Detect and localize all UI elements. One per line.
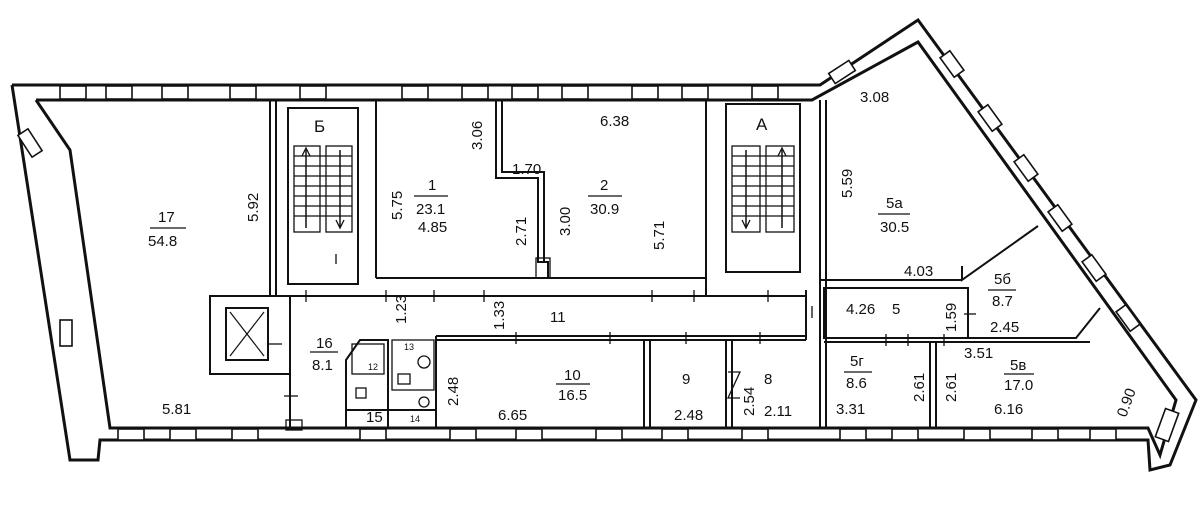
dim-616: 6.16 (994, 401, 1023, 418)
room-17-number: 17 (158, 209, 175, 226)
room-13-number: 13 (404, 342, 414, 352)
dim-170: 1.70 (512, 161, 541, 178)
dim-090: 0.90 (1114, 386, 1140, 419)
room-2-number: 2 (600, 177, 608, 194)
door-marks (268, 290, 976, 397)
dim-351: 3.51 (964, 345, 993, 362)
dim-261-right: 2.61 (943, 373, 960, 402)
outer-walls (10, 17, 1198, 472)
room-9-number: 9 (682, 371, 690, 388)
dim-403: 4.03 (904, 263, 933, 280)
room-14-number: 14 (410, 414, 420, 424)
room-1-area: 23.1 (416, 201, 445, 218)
room-1-number: 1 (428, 177, 436, 194)
dim-211: 2.11 (764, 403, 792, 420)
dim-300: 3.00 (557, 207, 574, 236)
room-5a-number: 5а (886, 195, 903, 212)
staircase-b-label: Б (314, 117, 325, 136)
dim-261-left: 2.61 (911, 373, 928, 402)
dim-485: 4.85 (418, 219, 447, 236)
room-5g-number: 5г (850, 353, 864, 370)
windows (16, 49, 1180, 443)
dim-308: 3.08 (860, 89, 889, 106)
room-17-area: 54.8 (148, 233, 177, 250)
interior-walls (209, 100, 1101, 431)
dim-575: 5.75 (389, 191, 406, 220)
room-5b-area: 8.7 (992, 293, 1013, 310)
dim-331: 3.31 (836, 401, 865, 418)
room-15-number: 15 (366, 409, 383, 426)
dim-248-vertical: 2.48 (445, 377, 462, 406)
dim-306: 3.06 (469, 121, 486, 150)
room-5b-number: 5б (994, 271, 1011, 288)
room-5a-area: 30.5 (880, 219, 909, 236)
staircase-a-label: А (756, 115, 768, 134)
room-5-number: 5 (892, 301, 900, 318)
room-8-number: 8 (764, 371, 772, 388)
room-12-number: 12 (368, 362, 378, 372)
dim-581: 5.81 (162, 401, 191, 418)
stair-arrows (301, 146, 787, 399)
room-5v-number: 5в (1010, 357, 1026, 374)
room-10-area: 16.5 (558, 387, 587, 404)
room-labels: 17 54.8 1 23.1 2 30.9 5а 30.5 5б 8.7 5 1… (148, 177, 1034, 426)
room-16-area: 8.1 (312, 357, 333, 374)
stair-b (293, 145, 353, 264)
dim-426: 4.26 (846, 301, 875, 318)
dim-248-horizontal: 2.48 (674, 407, 703, 424)
dim-159: 1.59 (943, 303, 960, 332)
dim-123: 1.23 (393, 295, 410, 324)
stair-a (731, 145, 795, 233)
dim-638: 6.38 (600, 113, 629, 130)
dim-665: 6.65 (498, 407, 527, 424)
room-2-area: 30.9 (590, 201, 619, 218)
room-10-number: 10 (564, 367, 581, 384)
dim-592: 5.92 (245, 193, 262, 222)
dim-571: 5.71 (651, 221, 668, 250)
dim-133: 1.33 (491, 301, 508, 330)
room-5g-area: 8.6 (846, 375, 867, 392)
room-16-number: 16 (316, 335, 333, 352)
room-11-number: 11 (550, 309, 566, 326)
dim-559: 5.59 (839, 169, 856, 198)
staircase-labels: Б А (314, 115, 768, 136)
dim-254: 2.54 (741, 387, 758, 416)
dimension-labels: 5.92 5.81 3.06 5.75 4.85 2.71 1.70 3.00 … (162, 89, 1140, 424)
dim-271: 2.71 (513, 217, 530, 246)
dim-245: 2.45 (990, 319, 1019, 336)
room-5v-area: 17.0 (1004, 377, 1033, 394)
